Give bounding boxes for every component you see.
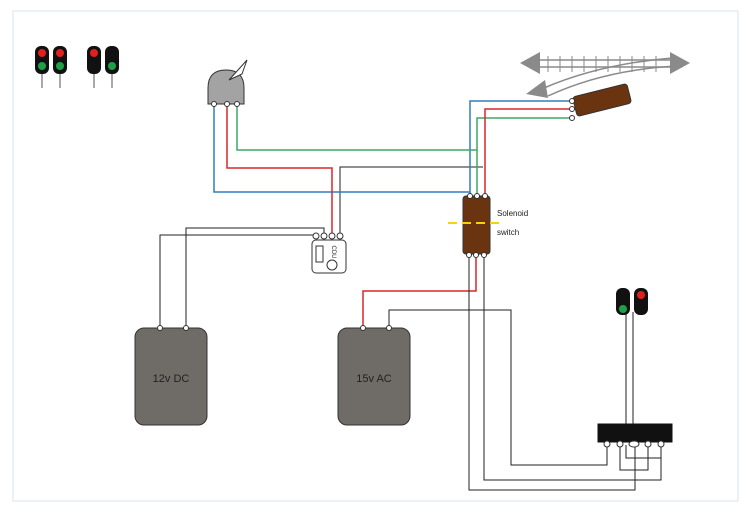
psu-15v-ac: 15v AC: [337, 325, 411, 426]
relay-terminal-block: [597, 423, 673, 448]
psu-ac-label: 15v AC: [356, 373, 392, 385]
turnout-track-icon: [520, 52, 690, 98]
signal-icon: [35, 46, 49, 88]
servo-motor: [207, 59, 248, 107]
solenoid-label-line2: switch: [497, 228, 519, 237]
signal-icon: [53, 46, 67, 88]
signal-icon: [616, 288, 630, 315]
signal-icon: [105, 46, 119, 88]
wire-blue: [213, 100, 572, 193]
wire-dc-neg: [159, 234, 316, 328]
point-motor: [569, 83, 632, 121]
wire-red-ac: [362, 255, 477, 328]
wire-black-ac: [388, 309, 608, 466]
relay-bridges: [619, 445, 661, 471]
signal-icon: [634, 288, 648, 315]
wire-red-motor: [484, 108, 572, 196]
psu-12v-dc: 12v DC: [134, 325, 208, 426]
wire-black-sol-2: [483, 255, 662, 481]
wires-dc-cdu: [159, 166, 483, 328]
solenoid-switch: Solenoid switch: [448, 193, 528, 258]
signal-icon: [87, 46, 101, 88]
cdu-unit: CDU: [311, 232, 347, 274]
servo-arm-icon: [228, 59, 248, 81]
cdu-capacitor-icon: [315, 245, 324, 263]
wire-red-servo-cdu: [226, 104, 333, 236]
wire-dc-pos: [185, 227, 325, 328]
cdu-label: CDU: [330, 246, 336, 259]
signal-pair-top-left-1: [35, 46, 67, 88]
signal-pair-right: [616, 288, 648, 315]
wire-black-sol-1: [468, 255, 636, 491]
psu-dc-label: 12v DC: [153, 373, 190, 385]
relay-bridge-2: [625, 445, 661, 459]
solenoid-label-line1: Solenoid: [497, 209, 528, 218]
cdu-dial-icon: [326, 259, 338, 271]
wire-green: [236, 104, 572, 151]
wire-cdu-black: [339, 166, 483, 236]
signal-pair-top-left-2: [87, 46, 119, 88]
frame-border: [12, 10, 739, 502]
